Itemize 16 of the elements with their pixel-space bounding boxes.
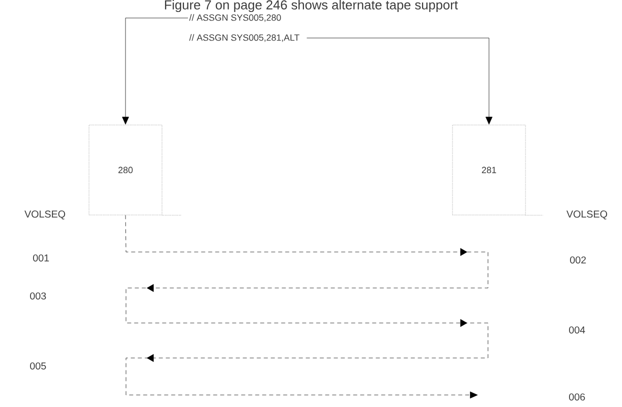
command-text: // ASSGN SYS005,280: [189, 14, 281, 22]
sequence-number: 002: [570, 256, 586, 264]
tape-box: 280: [88, 124, 182, 216]
sequence-number: 004: [569, 326, 586, 334]
sequence-number: 005: [30, 362, 46, 370]
tape-box: 281: [452, 124, 543, 216]
sequence-number: 001: [33, 254, 49, 262]
sequence-number: 003: [30, 292, 46, 300]
command-text: // ASSGN SYS005,281,ALT: [189, 34, 300, 42]
heading: Figure 7 on page 246 shows alternate tape support: [165, 0, 458, 12]
volseq-label: VOLSEQ: [24, 210, 66, 220]
arrow: [486, 116, 492, 124]
arrow: [125, 215, 488, 398]
arrow: [122, 18, 188, 124]
sequence-number: 006: [569, 393, 585, 401]
volseq-label: VOLSEQ: [566, 210, 608, 220]
